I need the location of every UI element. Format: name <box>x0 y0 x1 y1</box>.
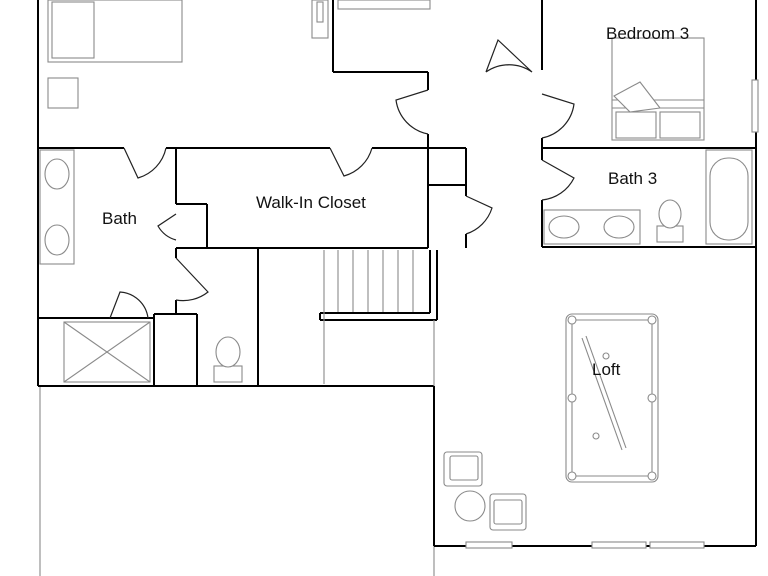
room-labels: Bedroom 3 Bath 3 Bath Walk-In Closet Lof… <box>102 24 689 379</box>
label-bedroom-3: Bedroom 3 <box>606 24 689 43</box>
fixtures <box>39 0 759 549</box>
label-loft: Loft <box>592 360 621 379</box>
label-bath-3: Bath 3 <box>608 169 657 188</box>
doors <box>109 38 575 319</box>
stairs <box>323 250 435 386</box>
label-bath: Bath <box>102 209 137 228</box>
label-walk-in-closet: Walk-In Closet <box>256 193 366 212</box>
walls <box>37 0 757 547</box>
exterior-outline <box>39 386 435 576</box>
